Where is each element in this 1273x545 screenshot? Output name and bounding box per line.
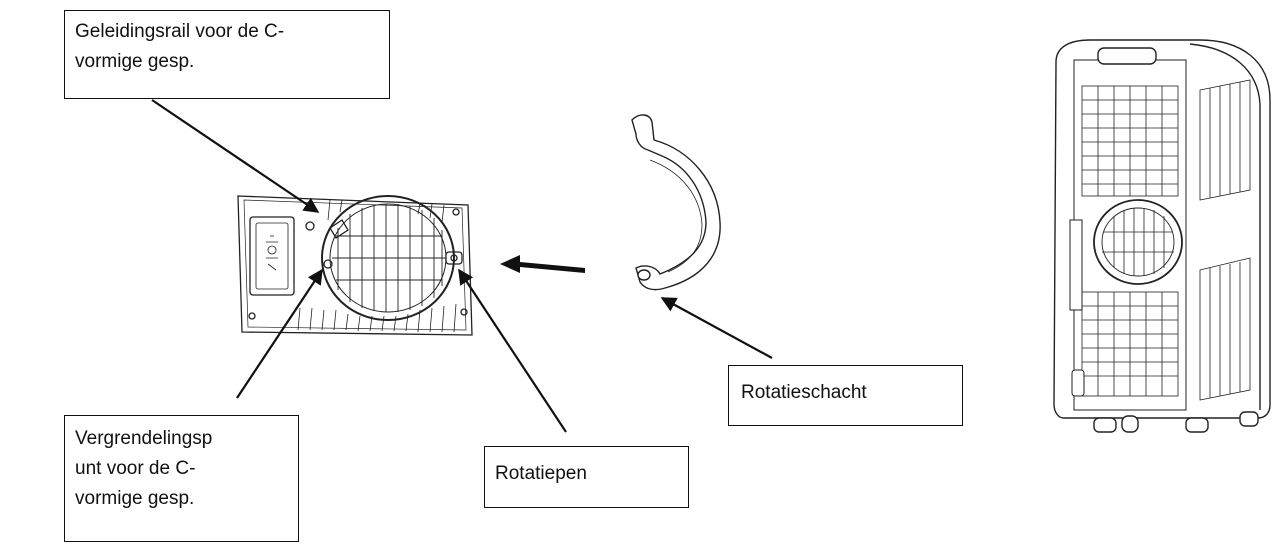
arrow-rotation-pin (458, 268, 567, 433)
callout-rotation-pin: Rotatiepen (484, 446, 689, 508)
callout-guide-rail: Geleidingsrail voor de C- vormige gesp. (64, 10, 390, 99)
window-panel (237, 195, 473, 336)
arrow-guide-rail (151, 99, 320, 213)
portable-ac-unit (1053, 39, 1271, 433)
direction-arrow (500, 255, 585, 273)
arrow-lock-point (236, 268, 323, 399)
callout-lock-point: Vergrendelingsp unt voor de C- vormige g… (64, 415, 299, 542)
arrow-rotation-shaft (660, 297, 773, 359)
callout-rotation-shaft: Rotatieschacht (728, 365, 963, 426)
c-clasp (631, 114, 721, 291)
leader-arrows (151, 99, 773, 433)
